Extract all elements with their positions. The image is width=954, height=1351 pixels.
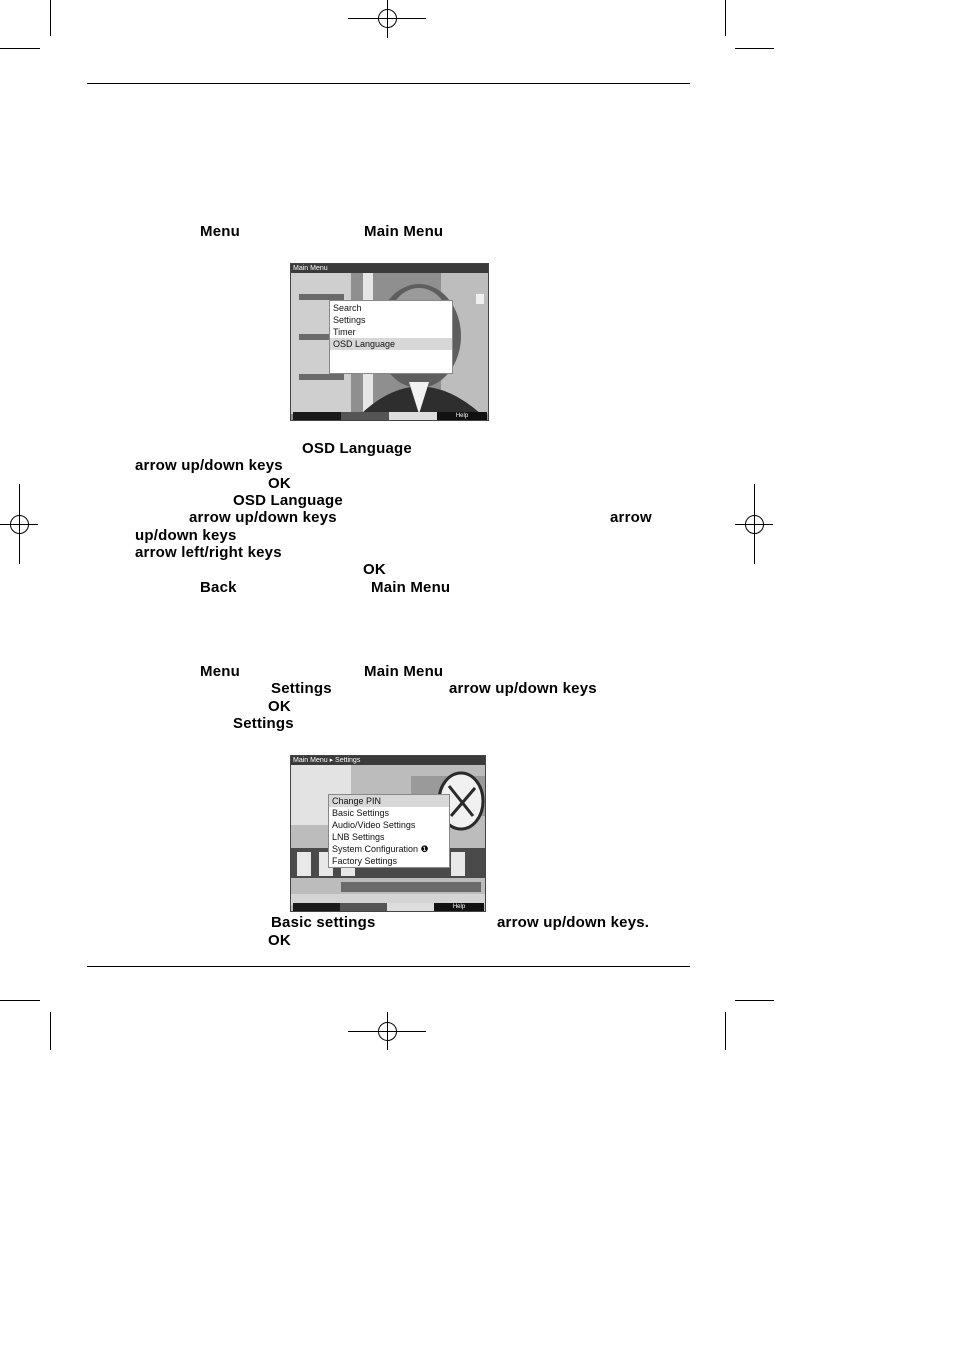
basic-settings-label: Basic settings [271,914,376,931]
menu-item-audio-video-settings[interactable]: Audio/Video Settings [332,820,416,830]
yellow-key-bar [389,412,437,420]
main-menu-label-2: Main Menu [371,579,451,596]
ok-key-label-3: OK [268,698,291,715]
arrow-updown-label-2: arrow up/down keys [189,509,337,526]
crop-mark [735,1000,774,1001]
crop-mark [0,1000,40,1001]
menu-item-change-pin[interactable]: Change PIN [329,795,449,807]
menu-key-label-2: Menu [200,663,240,680]
menu-item-settings[interactable]: Settings [333,315,366,325]
main-menu-list: Search Settings Timer OSD Language [329,300,453,374]
main-menu-screenshot: Main Menu Search Settings Timer OSD Lang… [290,263,489,421]
crop-mark [50,1012,51,1050]
main-menu-label-3: Main Menu [364,663,444,680]
arrow-updown-label-4: arrow up/down keys. [497,914,650,931]
registration-mark [378,1022,397,1041]
ok-key-label: OK [268,475,291,492]
red-key-bar [293,412,341,420]
osd-language-label: OSD Language [302,440,412,457]
arrow-label: arrow [610,509,652,526]
footer-rule [87,966,690,967]
green-key-bar [341,412,389,420]
header-rule [87,83,690,84]
updown-keys-label: up/down keys [135,527,237,544]
arrow-leftright-label: arrow left/right keys [135,544,282,561]
help-button[interactable]: Help [437,412,487,420]
arrow-updown-label-3: arrow up/down keys [449,680,597,697]
menu-item-factory-settings[interactable]: Factory Settings [332,856,398,866]
main-menu-label: Main Menu [364,223,444,240]
back-key-label: Back [200,579,237,596]
ok-key-label-4: OK [268,932,291,949]
menu-item-basic-settings[interactable]: Basic Settings [332,808,390,818]
screen-title: Main Menu [291,264,488,273]
yellow-key-bar [387,903,434,911]
screen-title: Main Menu ▸ Settings [291,756,485,765]
crop-mark [0,48,40,49]
screen-bottom-bar: Help [291,903,485,911]
arrow-updown-label: arrow up/down keys [135,457,283,474]
registration-mark [378,9,397,28]
ok-key-label-2: OK [363,561,386,578]
screen-bottom-bar: Help [291,412,488,420]
settings-menu-screenshot: Main Menu ▸ Settings Change PIN Basic Se… [290,755,486,912]
settings-label-2: Settings [233,715,294,732]
menu-item-timer[interactable]: Timer [333,327,356,337]
crop-mark [735,48,774,49]
settings-menu-list: Change PIN Basic Settings Audio/Video Se… [328,794,450,868]
registration-mark [10,515,29,534]
crop-mark [725,0,726,36]
red-key-bar [293,903,340,911]
osd-language-label-2: OSD Language [233,492,343,509]
crop-mark [50,0,51,36]
green-key-bar [340,903,387,911]
menu-key-label: Menu [200,223,240,240]
help-button[interactable]: Help [434,903,484,911]
menu-item-osd-language[interactable]: OSD Language [330,338,452,350]
crop-mark [725,1012,726,1050]
registration-mark [745,515,764,534]
settings-label: Settings [271,680,332,697]
menu-item-system-configuration[interactable]: System Configuration ❶ [332,844,429,854]
menu-item-search[interactable]: Search [333,303,362,313]
menu-item-lnb-settings[interactable]: LNB Settings [332,832,385,842]
